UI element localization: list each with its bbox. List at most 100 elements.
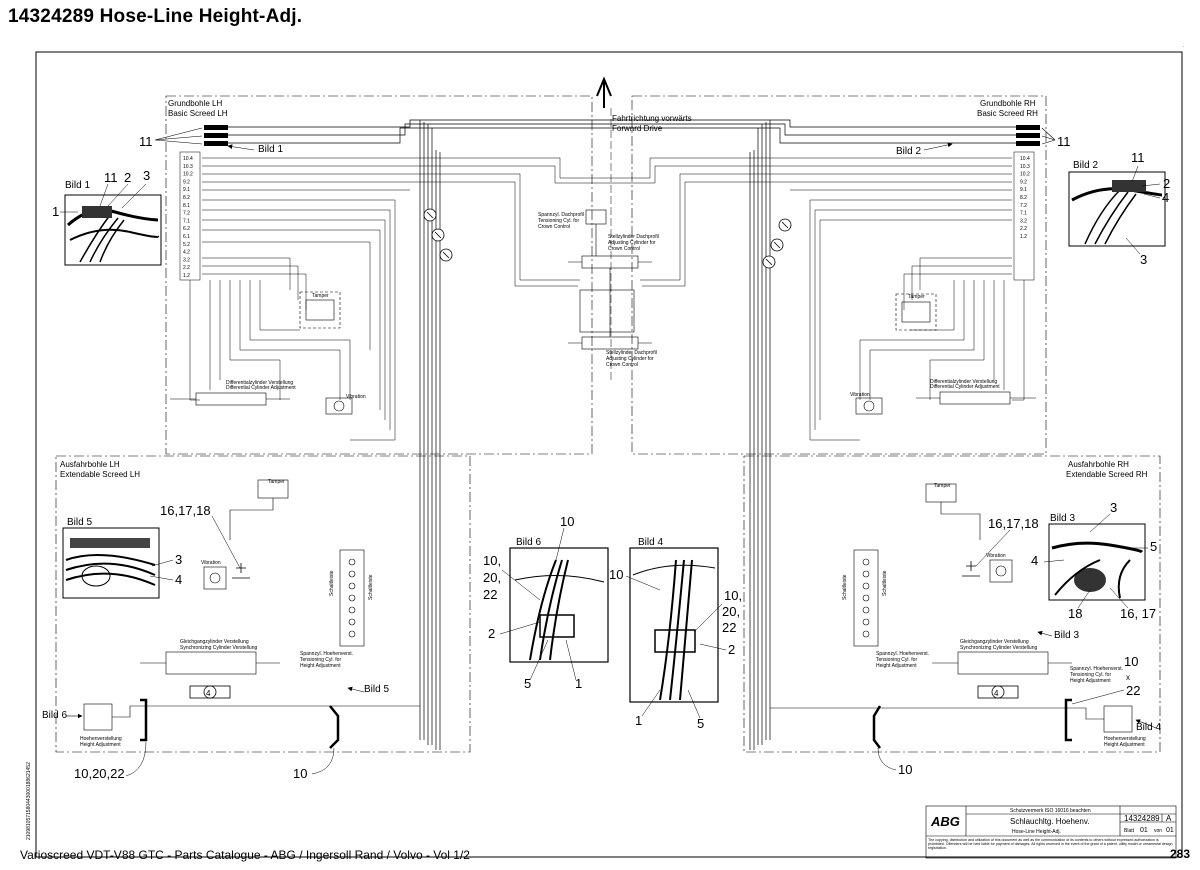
valve-strip-rh-t1: Schaltleiste	[842, 574, 848, 600]
bild1-c3: 3	[143, 168, 150, 183]
sync-cylinder-ext-lh	[140, 651, 280, 675]
vibration-ext-lh-label: Vibration	[201, 560, 221, 566]
port-label: 1.2	[1020, 234, 1027, 240]
title-block-logo: ABG	[930, 814, 960, 829]
bild4-c10b: 10,	[724, 588, 742, 603]
title-block-name-en: Hose-Line Height-Adj.	[1012, 829, 1061, 835]
bild2-photo	[1068, 171, 1166, 247]
sync-cylinder-ext-rh	[932, 651, 1072, 675]
coupler-rh	[1016, 125, 1040, 146]
hose-curve-lh-1	[140, 698, 148, 742]
tension-rh2-t1: Spannzyl. Hoehenverst.	[1070, 666, 1123, 672]
bild3-photo	[1048, 523, 1146, 601]
bild2-c2: 2	[1163, 176, 1170, 191]
port-label: 7.2	[183, 211, 190, 217]
bild3-ext-rh-label: Bild 3	[1054, 630, 1079, 641]
coupler-lh	[204, 125, 228, 146]
bild5-title: Bild 5	[67, 517, 92, 528]
bild1-title: Bild 1	[65, 180, 90, 191]
ext-rh-en: Extendable Screed RH	[1066, 470, 1148, 479]
height-adj-ext-lh	[83, 703, 420, 731]
bild4-c20: 20,	[722, 604, 740, 619]
bild2-c3: 3	[1140, 252, 1147, 267]
tension-rh-t1: Spannzyl. Hoehenverst.	[876, 651, 929, 657]
tension-lh-t2: Tensioning Cyl. for	[300, 657, 341, 663]
port-label: 10.2	[183, 172, 193, 178]
ext-screed-rh-box	[743, 455, 1161, 753]
bild6-c22: 22	[483, 587, 497, 602]
margin-code: 2109810571580443000188621452	[26, 762, 32, 840]
bild4-ext-rh-label: Bild 4	[1136, 722, 1161, 733]
ext-rh-cx: x	[1126, 673, 1130, 682]
port-label: 1.2	[183, 273, 190, 279]
diff-lh-t2: Differential Cylinder Adjustment	[226, 385, 296, 391]
hose-curve-lh-2	[329, 705, 340, 749]
bild4-c5: 5	[697, 716, 704, 731]
diff-lh-t1: Differentialzylinder Verstellung	[226, 380, 293, 386]
bild4-photo	[629, 547, 719, 703]
bild2-c11: 11	[1131, 150, 1145, 165]
height-rh-t1: Hoehenverstellung	[1104, 736, 1146, 742]
footer-caption: Varioscreed VDT-V88 GTC - Parts Catalogu…	[20, 848, 470, 862]
port-label: 6.2	[183, 226, 190, 232]
diff-cylinder-lh	[170, 392, 290, 406]
port-label: 9.1	[183, 187, 190, 193]
bild4-title: Bild 4	[638, 537, 663, 548]
bild1-photo	[64, 194, 162, 266]
bild3-c4: 4	[1031, 553, 1038, 568]
port-label: 10.3	[183, 164, 193, 170]
bild4-c1: 1	[635, 713, 642, 728]
flow-regulator-lh-num: 4	[206, 689, 211, 698]
ext-rh-c10a: 10	[1124, 654, 1138, 669]
title-block-rev: A	[1166, 814, 1172, 823]
callout-11-lh: 11	[139, 134, 153, 149]
ext-lh-de: Ausfahrbohle LH	[60, 460, 120, 469]
basic-screed-rh-box	[631, 95, 1047, 455]
basic-lh-en: Basic Screed LH	[168, 109, 228, 118]
bild6-c5: 5	[524, 676, 531, 691]
title-block-of-label: von	[1154, 828, 1162, 834]
valve-strip-rh-t2: Schaltleiste	[882, 570, 888, 596]
crown-adj1-t3: Crown Control	[608, 246, 640, 252]
drawing-frame	[35, 51, 1183, 858]
bild4-c10: 10	[609, 567, 623, 582]
basic-rh-en: Basic Screed RH	[977, 109, 1038, 118]
port-label: 10.4	[183, 156, 193, 162]
bild2-title: Bild 2	[1073, 160, 1098, 171]
hose-bundle-top	[228, 119, 1016, 750]
drive-label-de: Fahrtrichtung vorwärts	[612, 114, 692, 123]
title-block-sheet-label: Blatt	[1124, 828, 1135, 834]
bild3-c18: 18	[1068, 606, 1082, 621]
bild1-c2: 2	[124, 170, 131, 185]
port-label: 9.2	[1020, 179, 1027, 185]
valve-strip-ext-lh	[339, 549, 365, 647]
bild5-photo	[62, 527, 160, 599]
tamper-ext-lh-label: Tamper	[268, 479, 285, 485]
bild6-c10b: 10,	[483, 553, 501, 568]
crown-adj1-t1: Stellzylinder Dachprofil	[608, 234, 659, 240]
crown-adj2-t3: Crown Control	[606, 362, 638, 368]
port-label: 2.2	[1020, 226, 1027, 232]
port-label: 10.2	[1020, 172, 1030, 178]
ext-rh-c10b: 10	[898, 762, 912, 777]
vibration-ext-rh-label: Vibration	[986, 553, 1006, 559]
valve-icon-ext-lh	[232, 563, 250, 579]
port-label: 6.1	[183, 234, 190, 240]
sync-rh-t1: Gleichgangzylinder Verstellung	[960, 639, 1029, 645]
ext-lh-c10: 10	[293, 766, 307, 781]
basic-screed-lh-box	[165, 95, 593, 455]
crown-lh-text: Spannzyl. Dachprofil	[538, 212, 584, 218]
port-label: 7.1	[1020, 211, 1027, 217]
flow-regulator-rh-num: 4	[994, 689, 999, 698]
valve-icon-ext-rh	[962, 561, 980, 577]
bild3-title: Bild 3	[1050, 513, 1075, 524]
title-block-part-no: 14324289	[1124, 814, 1160, 823]
crown-adj1-t2: Adjusting Cylinder for	[608, 240, 656, 246]
pressure-gauges-rh	[762, 218, 792, 269]
hose-curve-rh-2	[872, 705, 882, 749]
tension-lh-t3: Height Adjustment	[300, 663, 341, 669]
height-adj-ext-rh	[770, 705, 1133, 733]
bild3-c5: 5	[1150, 539, 1157, 554]
bild2-label-coupler: Bild 2	[896, 146, 921, 157]
title-block	[925, 805, 1177, 859]
